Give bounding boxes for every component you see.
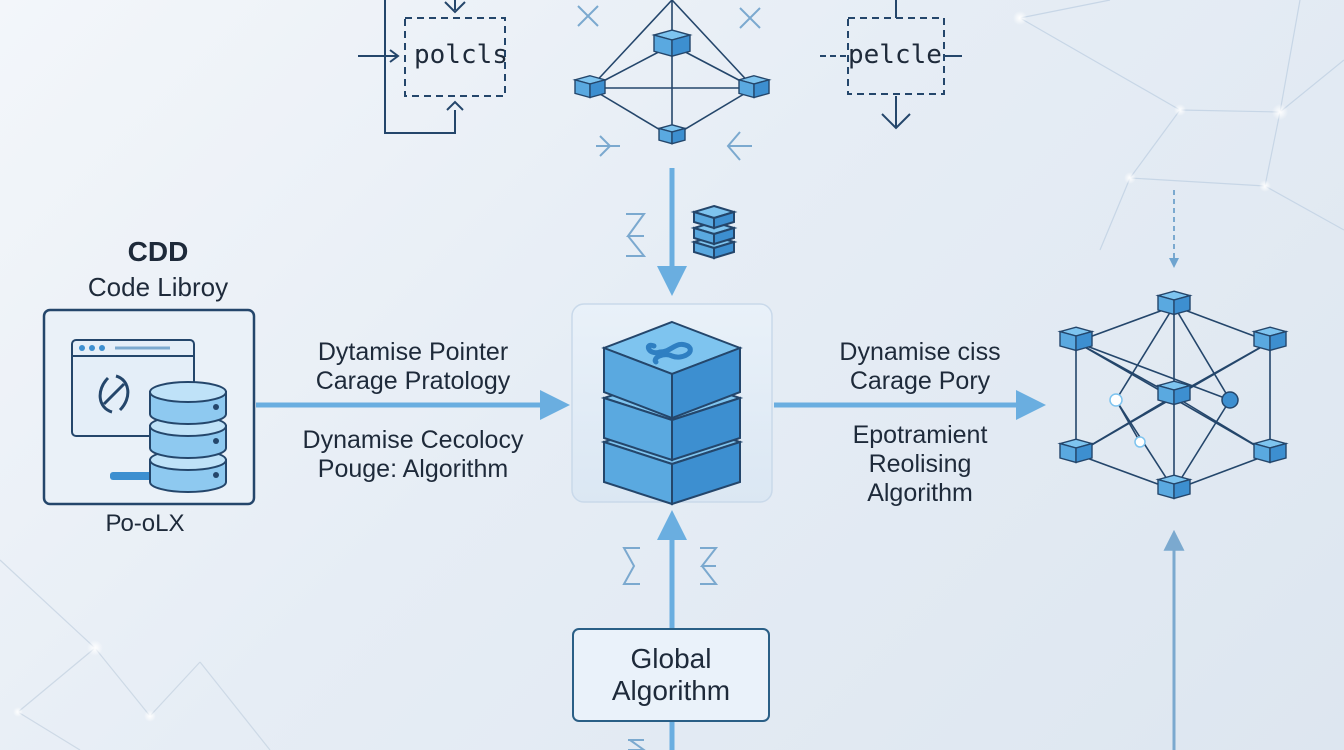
background-network-right xyxy=(1019,0,1344,251)
sigma-symbol xyxy=(622,547,640,585)
top-cube-network xyxy=(589,0,755,138)
right-cube-node xyxy=(1251,326,1289,352)
right-cube-node xyxy=(1155,290,1193,316)
right-edge-label-2: Epotramient Reolising Algorithm xyxy=(800,421,1040,507)
right-edge-line-1: Dynamise ciss xyxy=(839,338,1001,366)
right-cube-node xyxy=(1057,326,1095,352)
library-subtitle: Code Libroy xyxy=(87,272,229,302)
right-edge-label-1: Dynamise ciss Carage Pory xyxy=(800,338,1040,396)
right-edge-line-4: Reolising xyxy=(868,449,972,478)
right-network-glow-nodes xyxy=(1109,391,1239,448)
left-edge-line-4: Pouge: Algorithm xyxy=(317,454,509,483)
database-cylinder xyxy=(149,381,227,425)
right-edge-line-3: Epotramient xyxy=(852,421,988,449)
top-cube-node xyxy=(651,29,693,58)
left-edge-line-2: Carage Pratology xyxy=(315,366,511,395)
top-cube-node xyxy=(656,124,688,145)
background-nodes-right xyxy=(1013,11,1288,192)
hourglass-symbol-bottom xyxy=(699,547,719,585)
right-cube-nodes xyxy=(1057,290,1289,500)
left-edge-label-1: Dytamise Pointer Carage Pratology xyxy=(278,338,548,396)
background-nodes-left xyxy=(13,640,156,722)
right-cube-node xyxy=(1057,438,1095,464)
top-cube-node xyxy=(572,75,608,99)
background-network-left xyxy=(0,559,271,750)
small-database-icon xyxy=(690,204,738,260)
global-box-line-2: Algorithm xyxy=(611,675,731,706)
top-right-process-box xyxy=(820,0,962,130)
database-stack-icon xyxy=(600,320,744,506)
top-decor-symbols xyxy=(577,5,761,161)
top-left-process-box xyxy=(358,0,506,134)
left-edge-line-1: Dytamise Pointer xyxy=(317,338,509,366)
library-caption: Ро-оLX xyxy=(105,510,185,537)
top-cube-nodes xyxy=(572,29,772,145)
left-edge-line-3: Dynamise Cecolocy xyxy=(302,426,524,454)
small-stack-layer xyxy=(690,204,738,230)
stack-logo-mark xyxy=(645,341,693,365)
library-title-main: CDD xyxy=(127,236,189,267)
hourglass-symbol-top xyxy=(626,213,647,257)
right-cube-node xyxy=(1155,380,1193,406)
top-cube-node xyxy=(736,75,772,99)
top-left-box-label: polcls xyxy=(414,40,508,70)
top-right-box-label: pelcle xyxy=(848,40,942,70)
right-edge-line-2: Carage Pory xyxy=(849,366,991,395)
library-database-icon xyxy=(149,381,227,493)
hourglass-symbol-lower xyxy=(628,739,646,750)
right-cube-node xyxy=(1155,474,1193,500)
right-edge-line-5: Algorithm xyxy=(867,478,973,507)
left-edge-label-2: Dynamise Cecolocy Pouge: Algorithm xyxy=(278,426,548,484)
right-cube-node xyxy=(1251,438,1289,464)
library-title: CDD Code Libroy xyxy=(40,236,276,303)
global-algorithm-box: Global Algorithm xyxy=(572,628,770,722)
global-box-line-1: Global xyxy=(630,642,712,674)
